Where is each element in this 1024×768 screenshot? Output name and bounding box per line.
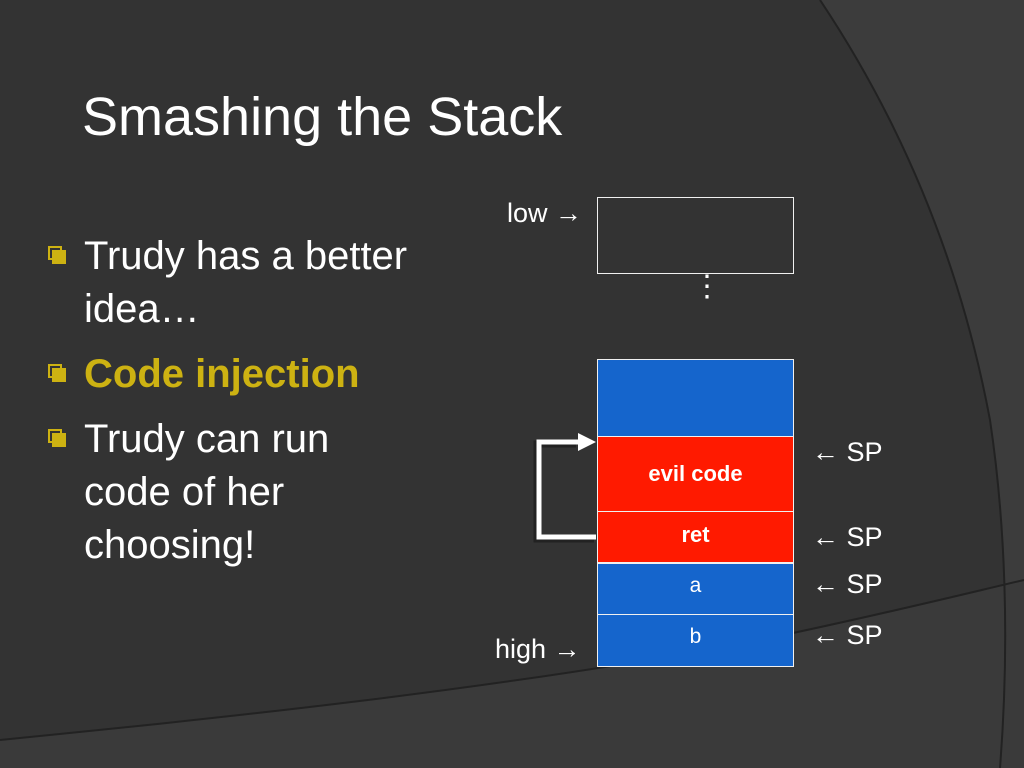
sp-label: ← SP xyxy=(812,437,883,467)
stack-cell-a: a xyxy=(597,563,794,615)
stack-cell-buffer xyxy=(597,359,794,437)
stack-cell-label: a xyxy=(689,574,702,597)
bullet-text: Trudy has a better idea… xyxy=(84,234,408,331)
bullet-item: Code injection xyxy=(46,348,426,401)
bullet-text: Code injection xyxy=(84,352,360,396)
bullet-list: Trudy has a better idea… Code injection … xyxy=(46,230,426,584)
bullet-marker-icon xyxy=(48,364,66,382)
stack-cell-b: b xyxy=(597,614,794,667)
sp-label: ← SP xyxy=(812,522,883,552)
bullet-marker-icon xyxy=(48,429,66,447)
bullet-marker-icon xyxy=(48,246,66,264)
sp-label: ← SP xyxy=(812,569,883,599)
stack-cell-label: ret xyxy=(681,522,710,547)
bullet-item: Trudy has a better idea… xyxy=(46,230,426,336)
bullet-item: Trudy can run code of her choosing! xyxy=(46,413,426,572)
stack-cell-label: b xyxy=(689,625,702,648)
stack-cell-top xyxy=(597,197,794,274)
stack-cell-ret: ret xyxy=(597,511,794,563)
sp-label: ← SP xyxy=(812,620,883,650)
bullet-text: Trudy can run code of her choosing! xyxy=(84,417,330,567)
slide-title: Smashing the Stack xyxy=(82,87,563,147)
ellipsis-icon: ⋮ xyxy=(692,270,722,303)
low-label: low → xyxy=(507,198,583,228)
high-label: high → xyxy=(495,634,581,664)
stack-cell-label: evil code xyxy=(648,461,743,486)
stack-cell-evil-code: evil code xyxy=(597,436,794,512)
